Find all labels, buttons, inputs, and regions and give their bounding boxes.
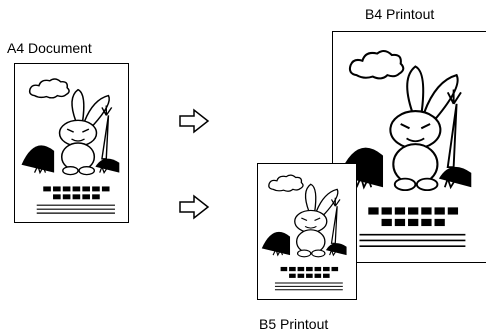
right-arrow-icon [179,108,210,134]
right-arrow-icon [179,194,210,220]
b4-printout-label: B4 Printout [365,6,435,22]
b5-printout-page [257,163,357,300]
rabbit-illustration-icon [20,78,121,214]
a4-document-page [14,63,129,223]
b5-printout-label: B5 Printout [259,316,329,332]
a4-document-label: A4 Document [7,40,92,56]
b4-printout-page [332,31,486,263]
rabbit-illustration-icon [261,174,348,291]
